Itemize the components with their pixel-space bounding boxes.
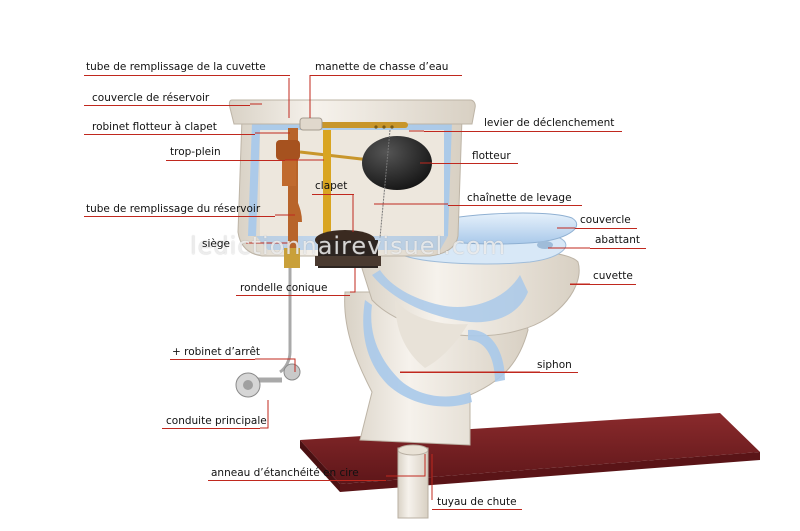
label-underline <box>236 295 350 296</box>
label-couvercle-reservoir: couvercle de réservoir <box>92 92 210 104</box>
lift-chain <box>379 129 391 239</box>
label-robinet-arret: + robinet d’arrêt <box>172 346 261 358</box>
label-siege: siège <box>202 238 230 250</box>
label-underline <box>424 131 622 132</box>
label-underline <box>575 228 637 229</box>
label-underline <box>590 248 646 249</box>
toilet-bowl <box>344 248 580 446</box>
flush-lever <box>299 117 408 131</box>
label-underline <box>312 194 354 195</box>
overflow-tube <box>323 130 331 242</box>
label-underline <box>170 359 255 360</box>
fill-valve <box>276 128 302 268</box>
label-tube-remplissage-cuvette: tube de remplissage de la cuvette <box>86 61 266 73</box>
label-robinet-flotteur: robinet flotteur à clapet <box>92 121 217 133</box>
label-underline <box>310 75 462 76</box>
label-siphon: siphon <box>537 359 572 371</box>
label-underline <box>162 428 260 429</box>
label-underline <box>84 216 275 217</box>
label-manette: manette de chasse d’eau <box>315 61 449 73</box>
label-abattant: abattant <box>595 234 640 246</box>
label-trop-plein: trop-plein <box>170 146 221 158</box>
float <box>299 136 432 190</box>
label-underline <box>208 480 386 481</box>
label-underline <box>84 75 290 76</box>
label-couvercle: couvercle <box>580 214 631 226</box>
supply-line <box>235 268 301 398</box>
label-chainette: chaînette de levage <box>467 192 572 204</box>
flapper <box>315 230 381 268</box>
label-underline <box>84 105 250 106</box>
tank-cover <box>228 99 476 125</box>
label-tuyau-chute: tuyau de chute <box>437 496 517 508</box>
label-flotteur: flotteur <box>472 150 511 162</box>
label-underline <box>448 205 582 206</box>
waste-pipe <box>397 444 429 519</box>
label-clapet: clapet <box>315 180 348 192</box>
label-underline <box>432 509 522 510</box>
label-levier: levier de déclenchement <box>484 117 615 129</box>
label-underline <box>570 284 636 285</box>
label-underline <box>166 160 285 161</box>
label-underline <box>432 163 518 164</box>
label-underline <box>400 372 578 373</box>
watermark: ledictionnairevisuel.com <box>190 232 507 260</box>
label-cuvette: cuvette <box>593 270 633 282</box>
label-anneau-etancheite: anneau d’étanchéité en cire <box>211 467 359 479</box>
label-conduite-principale: conduite principale <box>166 415 267 427</box>
label-underline <box>84 134 255 135</box>
label-tube-remplissage-reservoir: tube de remplissage du réservoir <box>86 203 261 215</box>
label-rondelle-conique: rondelle conique <box>240 282 328 294</box>
